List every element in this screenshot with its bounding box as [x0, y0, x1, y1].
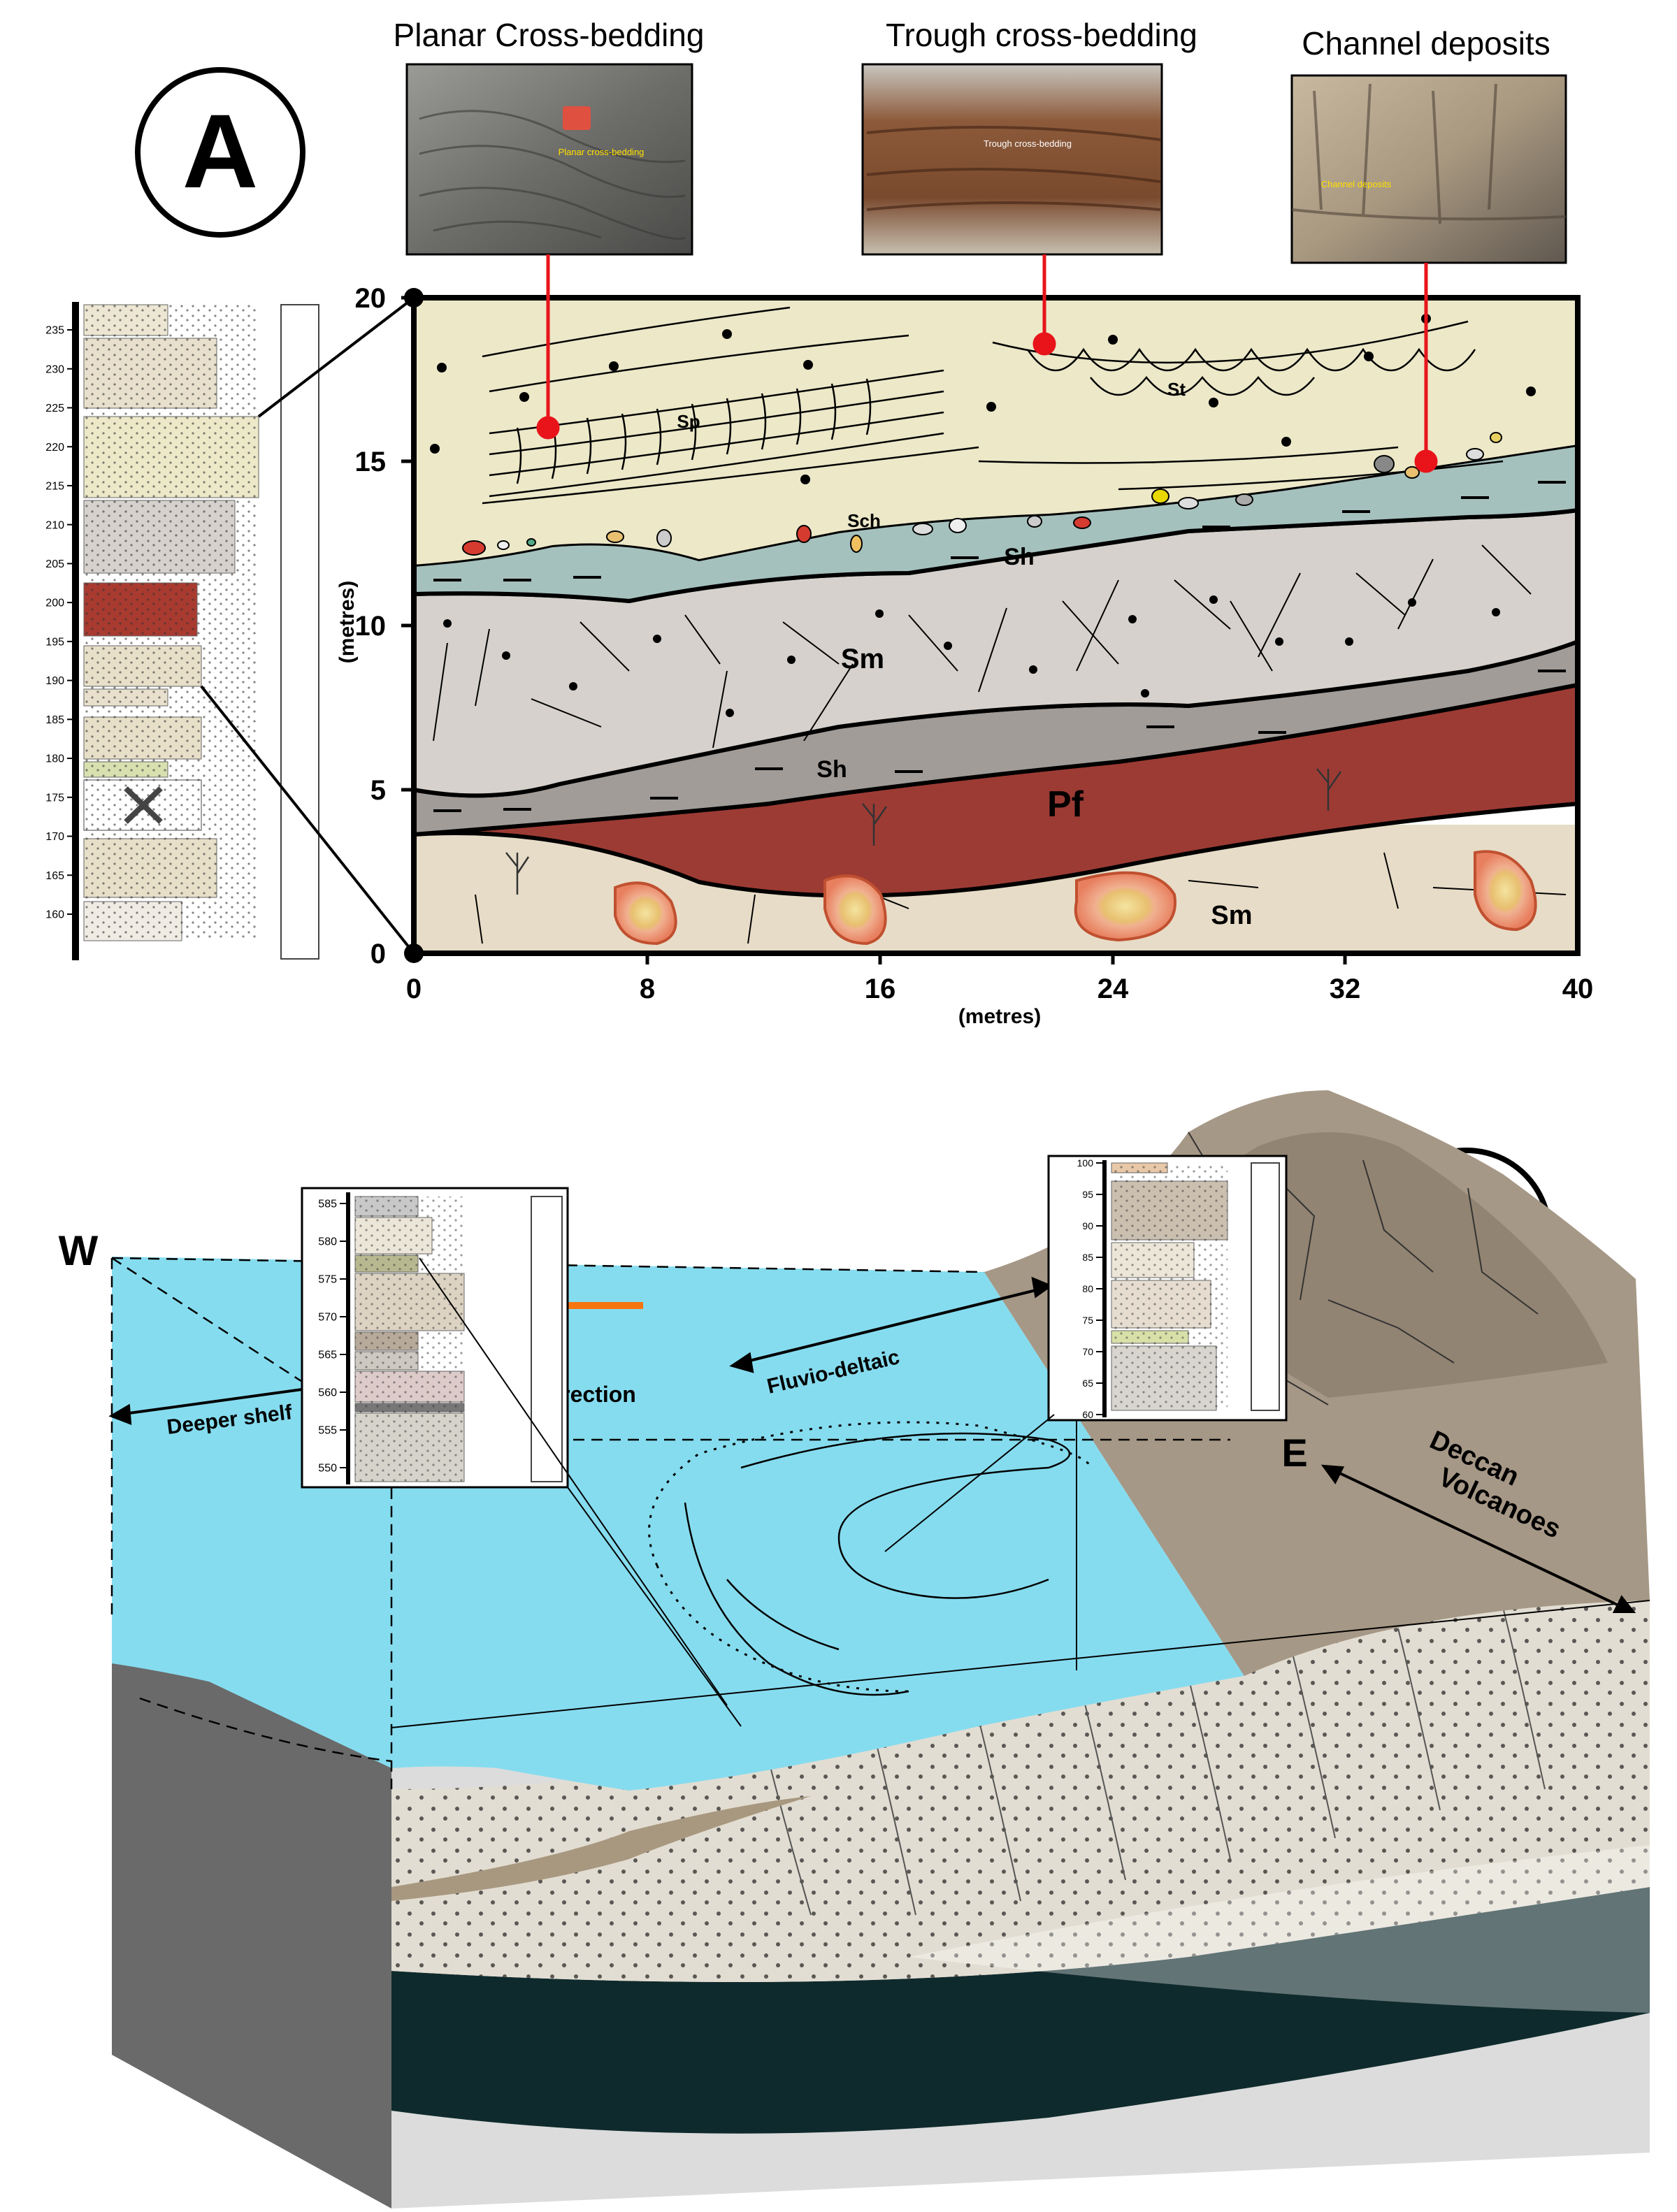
x-tick-16: 16: [865, 974, 896, 1004]
photo-channel-deposits: Channel deposits: [1290, 74, 1567, 264]
column-a-tick-label: 175: [45, 792, 64, 804]
photo-trough-cross-bedding: Trough cross-bedding: [861, 63, 1163, 256]
strat-column-b-right: 100 95 90 85 80 75 70 65 60: [884, 1155, 1288, 1670]
column-b-left-tick-label: 570: [318, 1312, 337, 1324]
column-a-tick-label: 215: [45, 481, 64, 493]
photo-caption-channel: Channel deposits: [1302, 25, 1550, 62]
column-b-left-tick-label: 550: [318, 1463, 337, 1475]
y-tick-10: 10: [355, 611, 387, 642]
photo-connectors: [536, 254, 1438, 473]
facies-label-sch: Sch: [847, 510, 881, 531]
column-a-tick-label: 170: [45, 831, 64, 843]
column-a-tick-label: 200: [45, 598, 64, 609]
panel-a: A Planar Cross-bedding Trough cross-bedd…: [45, 17, 1593, 1028]
y-tick-15: 15: [355, 447, 387, 477]
fracture-lines: [433, 544, 1567, 944]
column-b-left-tick-label: 565: [318, 1350, 337, 1361]
x-axis: 0 8 16 24 32 40 (metres): [406, 953, 1593, 1028]
column-b-left-tick-label: 585: [318, 1199, 337, 1210]
column-a-tick-label: 195: [45, 636, 64, 648]
photo-label-trough: Trough cross-bedding: [984, 138, 1072, 149]
facies-label-sm-lower: Sm: [1211, 901, 1252, 930]
calcrete-nodules: [614, 850, 1537, 946]
x-tick-0: 0: [406, 974, 422, 1004]
x-axis-label: (metres): [958, 1005, 1041, 1028]
strat-column-a: 235 230 225 220 215 210 205 200 195 190 185 180 175 1…: [45, 296, 415, 960]
column-b-right-tick-label: 95: [1082, 1189, 1093, 1200]
facies-label-st: St: [1167, 379, 1186, 400]
facies-label-sh-lower: Sh: [816, 756, 847, 783]
facies-label-pf: Pf: [1047, 784, 1084, 825]
photo-caption-planar: Planar Cross-bedding: [394, 17, 705, 53]
strat-column-b-left: 585 580 575 570 565 560 555 550: [301, 1187, 742, 1727]
column-a-tick-label: 205: [45, 558, 64, 570]
column-a-tick-label: 220: [45, 442, 64, 454]
x-tick-8: 8: [640, 974, 655, 1004]
column-b-right-tick-label: 75: [1082, 1315, 1093, 1326]
x-tick-24: 24: [1097, 974, 1129, 1004]
column-a-tick-label: 235: [45, 325, 64, 337]
svg-text:A: A: [182, 92, 258, 210]
y-tick-0: 0: [370, 939, 386, 969]
column-b-right-tick-label: 70: [1082, 1346, 1093, 1357]
column-a-tick-label: 210: [45, 519, 64, 531]
x-tick-40: 40: [1562, 974, 1594, 1004]
y-tick-5: 5: [370, 775, 386, 806]
label-east: E: [1281, 1431, 1307, 1475]
column-a-tick-label: 165: [45, 870, 64, 882]
x-tick-32: 32: [1330, 974, 1361, 1004]
shale-dashes: [433, 481, 1566, 812]
column-b-right-tick-label: 60: [1082, 1409, 1093, 1420]
cross-section: Sp St Sch Sh Sm Sh Pf Sm: [411, 254, 1581, 956]
photo-label-planar: Planar cross-bedding: [559, 147, 645, 157]
column-a-tick-label: 190: [45, 675, 64, 687]
dot-markers: [430, 314, 1536, 717]
column-a-tick-label: 180: [45, 753, 64, 765]
volcanoes-bracket: [1320, 1464, 1636, 1613]
y-tick-20: 20: [355, 283, 387, 314]
column-b-left-tick-label: 560: [318, 1387, 337, 1399]
column-b-left-tick-label: 575: [318, 1274, 337, 1286]
y-axis: 0 5 10 15 20 (metres): [336, 283, 424, 969]
channel-pebbles: [462, 432, 1502, 556]
facies-label-sh-upper: Sh: [1004, 544, 1034, 570]
column-b-right-tick-label: 65: [1082, 1378, 1093, 1389]
column-b-left-tick-label: 580: [318, 1236, 337, 1248]
fluvio-deltaic-bracket: [729, 1276, 1053, 1373]
column-a-tick-label: 225: [45, 403, 64, 414]
photo-caption-trough: Trough cross-bedding: [886, 17, 1197, 53]
photo-planar-cross-bedding: Planar cross-bedding: [405, 63, 693, 256]
column-b-right-tick-label: 100: [1077, 1157, 1094, 1169]
root-traces: [505, 768, 1342, 895]
panel-b: B: [59, 1090, 1650, 2209]
column-b-right-tick-label: 80: [1082, 1283, 1093, 1294]
facies-label-sp: Sp: [677, 411, 700, 432]
column-b-right-tick-label: 85: [1082, 1252, 1093, 1263]
facies-label-sm-upper: Sm: [841, 644, 884, 674]
panel-a-badge: A: [135, 67, 305, 238]
photo-label-channel: Channel deposits: [1321, 179, 1392, 189]
y-axis-label: (metres): [336, 581, 359, 663]
column-a-tick-label: 230: [45, 363, 64, 375]
label-west: W: [59, 1227, 99, 1274]
column-a-tick-label: 160: [45, 909, 64, 921]
column-a-tick-label: 185: [45, 714, 64, 726]
column-b-left-tick-label: 555: [318, 1425, 337, 1437]
column-b-right-tick-label: 90: [1082, 1220, 1093, 1231]
